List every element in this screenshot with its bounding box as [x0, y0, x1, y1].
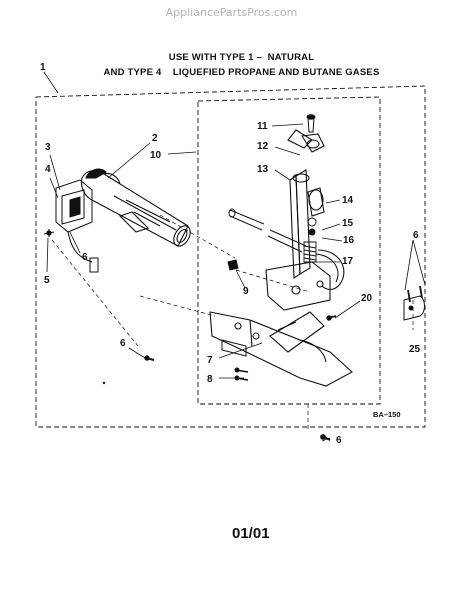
- callout-10: 10: [150, 150, 162, 161]
- callout-9: 9: [243, 286, 249, 297]
- callout-4: 4: [45, 164, 51, 175]
- callout-7: 7: [207, 355, 213, 366]
- callout-5: 5: [44, 275, 50, 286]
- callout-15: 15: [342, 218, 354, 229]
- gas-valve-body: [265, 129, 345, 311]
- header-line-1: USE WITH TYPE 1 – NATURAL: [168, 52, 315, 63]
- header-line-2: AND TYPE 4 LIQUEFIED PROPANE AND BUTANE …: [103, 67, 380, 78]
- orifice-spud: [227, 259, 239, 271]
- burner-tube: [80, 168, 191, 247]
- callout-8: 8: [207, 374, 213, 385]
- callout-1: 1: [40, 62, 46, 73]
- callout-17: 17: [342, 256, 354, 267]
- screws: [144, 114, 337, 441]
- harness-clip: [221, 339, 247, 357]
- callout-16: 16: [343, 235, 355, 246]
- callout-6-bottom: 6: [336, 435, 342, 446]
- wire-clip: [403, 285, 425, 321]
- callout-6-bottom-left: 6: [120, 338, 126, 349]
- callout-11: 11: [257, 121, 268, 132]
- valve-spring: [303, 217, 317, 263]
- site-watermark: AppliancePartsPros.com: [165, 6, 298, 19]
- callout-3: 3: [45, 142, 51, 153]
- callout-2: 2: [152, 133, 158, 144]
- sensor-tube: [228, 208, 307, 253]
- revision-code: 01/01: [232, 525, 270, 542]
- callout-6-right: 6: [413, 230, 419, 241]
- leader-lines: [43, 71, 426, 442]
- stray-mark: [102, 381, 106, 385]
- drawing-code: BA–150: [373, 410, 401, 419]
- igniter-bracket: [43, 179, 99, 273]
- callout-12: 12: [257, 141, 269, 152]
- callout-14: 14: [342, 195, 354, 206]
- callout-20: 20: [361, 293, 373, 304]
- mounting-bracket: [209, 311, 353, 387]
- callout-13: 13: [257, 164, 269, 175]
- callout-6-left: 6: [82, 252, 88, 263]
- projection-lines: [51, 214, 414, 432]
- assembly-boundary: [35, 85, 426, 428]
- callout-25: 25: [409, 344, 421, 355]
